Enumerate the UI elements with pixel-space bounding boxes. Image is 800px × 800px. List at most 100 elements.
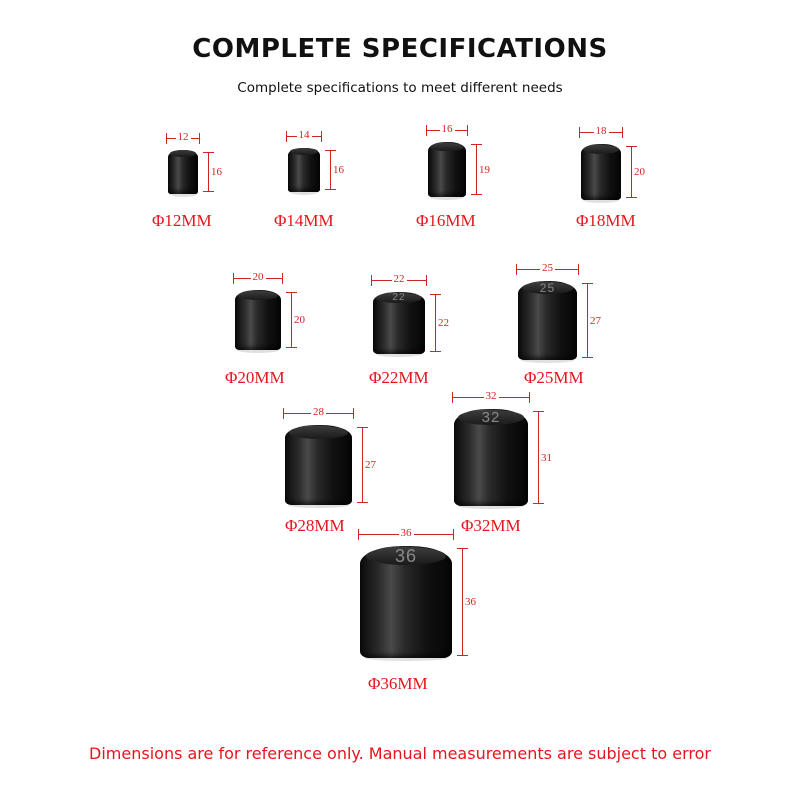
- width-value: 12: [168, 131, 198, 143]
- size-label: Φ36MM: [368, 674, 428, 693]
- width-value-text: 36: [398, 527, 414, 539]
- cap-top-marking: [169, 150, 197, 158]
- width-value-text: 25: [540, 262, 555, 274]
- cap-top-marking: [583, 144, 619, 154]
- height-dimension-line: [476, 144, 477, 195]
- width-value: 18: [581, 125, 621, 137]
- cap-top-marking: 22: [376, 292, 422, 303]
- height-dimension-line: [587, 283, 588, 358]
- cap-shadow: [583, 197, 619, 203]
- width-value-text: 28: [311, 406, 326, 418]
- cap-top-marking: [237, 290, 279, 301]
- cap-shadow: [237, 347, 279, 353]
- cap-shadow: [520, 357, 575, 363]
- width-tick-left: [426, 125, 427, 136]
- width-value-text: 16: [439, 123, 455, 135]
- height-tick-bottom: [286, 347, 297, 348]
- size-label: Φ28MM: [285, 516, 345, 535]
- end-cap-image: 22: [373, 292, 425, 354]
- cap-item: 36 36 36: [358, 527, 476, 661]
- width-value: 28: [285, 406, 352, 418]
- width-value-text: 32: [483, 390, 499, 402]
- width-tick-right: [282, 273, 283, 284]
- cap-shadow: [457, 503, 525, 509]
- height-dimension-line: [462, 548, 463, 656]
- height-tick-top: [286, 292, 297, 293]
- width-tick-right: [453, 529, 454, 540]
- width-value-text: 14: [296, 129, 312, 141]
- cap-top-marking: 32: [458, 409, 524, 426]
- width-value-text: 22: [391, 273, 407, 285]
- end-cap-image: 36: [360, 546, 452, 658]
- height-tick-top: [533, 411, 544, 412]
- height-tick-top: [582, 283, 593, 284]
- width-tick-left: [286, 131, 287, 142]
- size-label: Φ20MM: [225, 368, 285, 387]
- width-value-text: 12: [175, 131, 191, 143]
- height-value: 27: [365, 459, 376, 471]
- end-cap-image: 32: [454, 409, 528, 506]
- width-tick-right: [321, 131, 322, 142]
- width-tick-right: [622, 127, 623, 138]
- cap-item: 22 22 22: [371, 273, 449, 357]
- height-tick-top: [626, 146, 637, 147]
- width-value: 25: [518, 262, 577, 274]
- end-cap-image: [235, 290, 281, 350]
- width-value: 22: [373, 273, 425, 285]
- disclaimer-note: Dimensions are for reference only. Manua…: [89, 744, 711, 763]
- cap-top-marking: 36: [365, 547, 447, 566]
- height-tick-top: [471, 144, 482, 145]
- cap-shadow: [289, 189, 319, 195]
- height-tick-top: [457, 548, 468, 549]
- height-tick-bottom: [471, 194, 482, 195]
- width-value-text: 18: [593, 125, 609, 137]
- width-tick-right: [578, 264, 579, 275]
- height-value: 19: [479, 163, 490, 176]
- size-label: Φ25MM: [524, 368, 584, 387]
- cap-item: 28 27: [283, 406, 376, 508]
- height-tick-top: [430, 294, 441, 295]
- size-label: Φ16MM: [416, 211, 476, 230]
- height-tick-bottom: [325, 189, 336, 190]
- height-value: 16: [333, 164, 344, 176]
- width-value: 14: [288, 129, 320, 141]
- size-label: Φ14MM: [274, 211, 334, 230]
- height-tick-bottom: [203, 191, 214, 192]
- size-label: Φ22MM: [369, 368, 429, 387]
- height-tick-bottom: [533, 503, 544, 504]
- width-value-text: 20: [250, 271, 266, 283]
- width-value: 36: [360, 527, 452, 539]
- height-tick-bottom: [457, 655, 468, 656]
- end-cap-image: [285, 425, 352, 505]
- width-tick-left: [371, 275, 372, 286]
- width-tick-left: [358, 529, 359, 540]
- height-dimension-line: [435, 294, 436, 352]
- height-tick-bottom: [582, 357, 593, 358]
- width-tick-left: [579, 127, 580, 138]
- height-tick-bottom: [357, 502, 368, 503]
- end-cap-image: [288, 148, 320, 192]
- cap-shadow: [375, 351, 423, 357]
- end-cap-image: [581, 144, 621, 200]
- height-value: 22: [438, 317, 449, 329]
- cap-top-marking: [430, 142, 464, 152]
- height-dimension-line: [631, 146, 632, 198]
- height-value: 36: [465, 596, 476, 608]
- cap-shadow: [364, 655, 448, 661]
- end-cap-image: [168, 150, 198, 194]
- page-title: COMPLETE SPECIFICATIONS: [192, 34, 608, 64]
- height-dimension-line: [208, 152, 209, 192]
- width-tick-right: [353, 408, 354, 419]
- height-dimension-line: [538, 411, 539, 504]
- end-cap-image: 25: [518, 281, 577, 360]
- height-value: 27: [590, 314, 601, 327]
- size-label: Φ18MM: [576, 211, 636, 230]
- end-cap-image: [428, 142, 466, 197]
- width-value: 32: [454, 390, 528, 402]
- width-tick-right: [529, 392, 530, 403]
